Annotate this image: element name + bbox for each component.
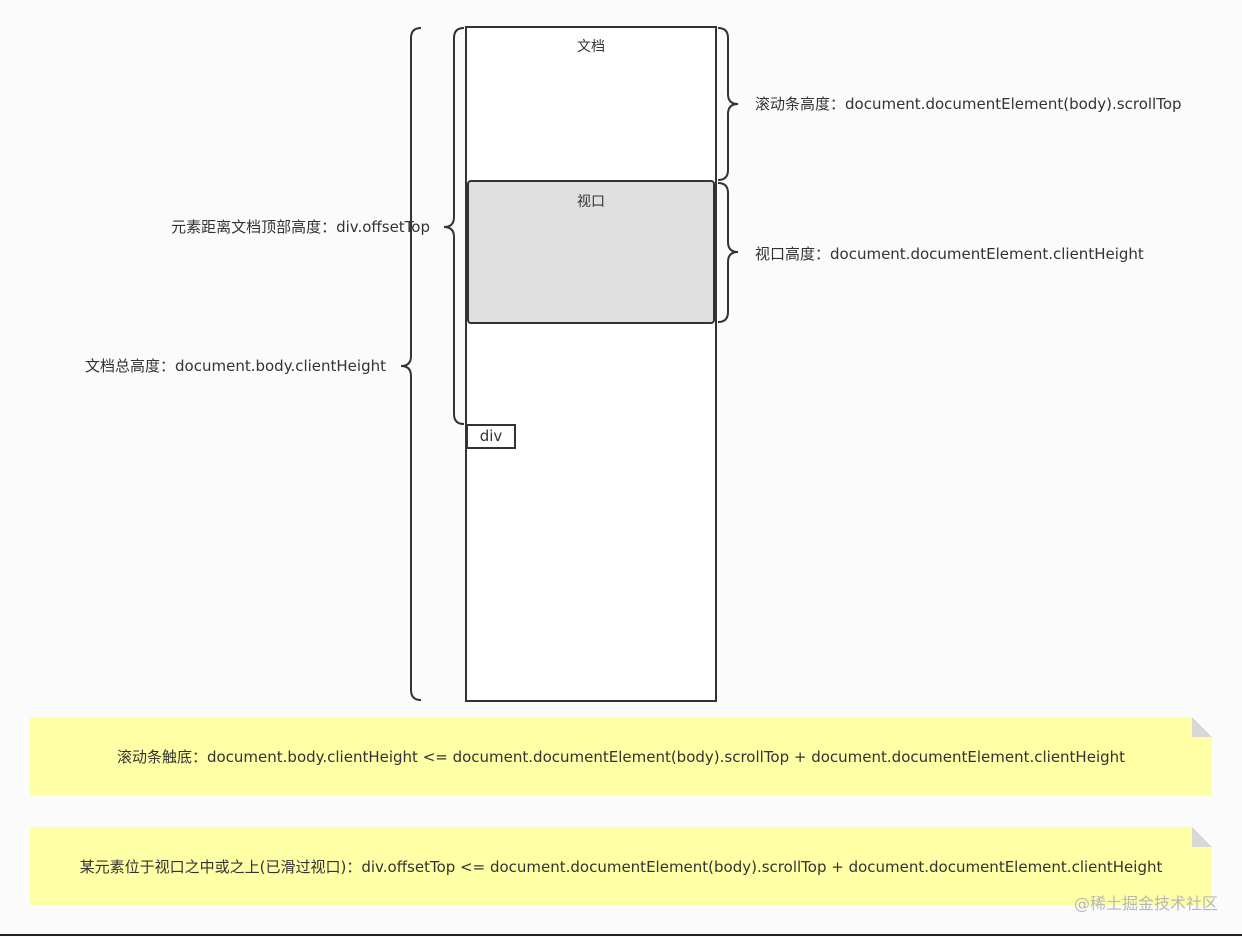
div-element-box: div: [466, 424, 516, 449]
body-height-brace: [400, 27, 422, 701]
watermark: @稀土掘金技术社区: [1073, 894, 1218, 913]
note-element-visible-text: 某元素位于视口之中或之上(已滑过视口)：div.offsetTop <= doc…: [79, 857, 1163, 876]
document-rect: [465, 26, 717, 702]
bottom-rule: [0, 934, 1242, 936]
note-fold-corner: [1192, 717, 1212, 737]
offset-top-label: 元素距离文档顶部高度：div.offsetTop: [171, 218, 430, 236]
note-fold-corner: [1192, 827, 1212, 847]
scroll-top-brace: [717, 27, 739, 181]
viewport-title: 视口: [577, 194, 605, 210]
note-bottom-reached: 滚动条触底：document.body.clientHeight <= docu…: [30, 717, 1212, 796]
client-height-label: 视口高度：document.documentElement.clientHeig…: [755, 245, 1144, 263]
body-height-label: 文档总高度：document.body.clientHeight: [85, 357, 386, 375]
client-height-brace: [717, 182, 739, 323]
viewport-rect: [467, 180, 715, 324]
document-title: 文档: [577, 39, 605, 55]
note-element-visible: 某元素位于视口之中或之上(已滑过视口)：div.offsetTop <= doc…: [30, 827, 1212, 905]
note-bottom-reached-text: 滚动条触底：document.body.clientHeight <= docu…: [116, 748, 1126, 766]
scroll-top-label: 滚动条高度：document.documentElement(body).scr…: [755, 95, 1182, 113]
offset-top-brace: [443, 27, 465, 425]
